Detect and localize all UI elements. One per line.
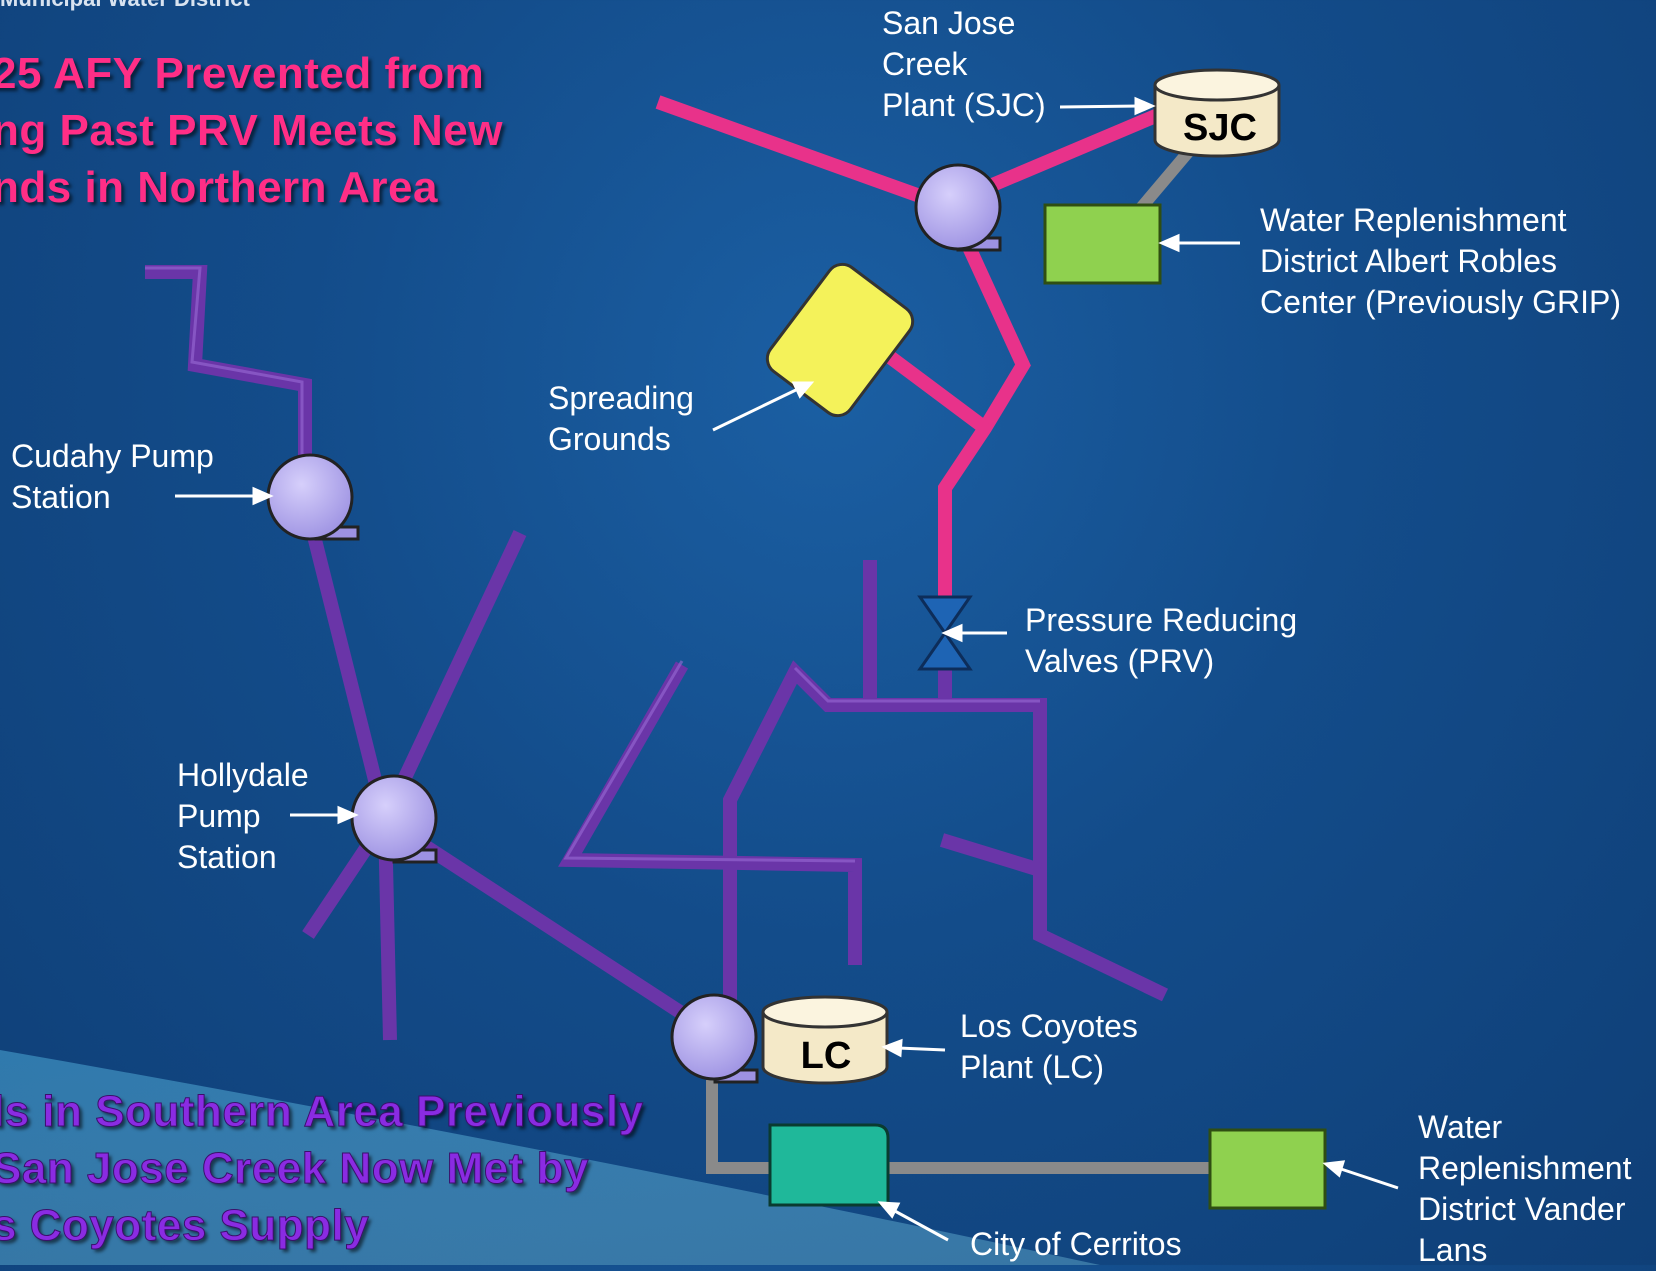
label-cudahy-pump-station: Cudahy Pump Station: [11, 438, 214, 515]
headline-bottom: ls in Southern Area Previously San Jose …: [0, 1087, 644, 1251]
pink-pipe-network: [655, 95, 1168, 600]
pump-sjc-icon: [914, 163, 1002, 252]
background-wave: [0, 1050, 1100, 1265]
wrd-albert-robles-box: [1043, 203, 1162, 285]
city-of-cerritos-box: [768, 1123, 890, 1207]
label-wrd-vander-lans: Water Replenishment District Vander Lans: [1418, 1109, 1632, 1268]
purple-pipe-highlight: [145, 266, 1040, 863]
pump-hollydale-icon: [350, 774, 438, 864]
callout-arrows: [175, 96, 1399, 1242]
label-wrd-albert-robles: Water Replenishment District Albert Robl…: [1260, 202, 1621, 320]
pump-cudahy-icon: [266, 453, 360, 541]
label-los-coyotes-plant: Los Coyotes Plant (LC): [960, 1008, 1138, 1085]
prv-valve-icon: [917, 595, 973, 671]
header-fragment: Municipal Water District: [0, 0, 250, 12]
sjc-tank-label: SJC: [1183, 107, 1257, 149]
pump-lc-icon: [670, 993, 759, 1084]
lc-tank-icon: LC: [761, 995, 889, 1085]
label-spreading-grounds: Spreading Grounds: [548, 380, 694, 457]
label-prv: Pressure Reducing Valves (PRV): [1025, 602, 1298, 679]
label-sjc-plant: San Jose Creek Plant (SJC): [882, 5, 1046, 123]
headline-top: 25 AFY Prevented from ng Past PRV Meets …: [0, 49, 503, 212]
label-hollydale-pump-station: Hollydale Pump Station: [177, 757, 309, 875]
label-city-of-cerritos: City of Cerritos: [970, 1226, 1182, 1262]
sjc-tank-icon: SJC: [1153, 68, 1281, 158]
lc-tank-label: LC: [801, 1035, 852, 1077]
spreading-grounds-box: [765, 262, 915, 418]
wrd-vander-lans-box: [1208, 1128, 1327, 1210]
